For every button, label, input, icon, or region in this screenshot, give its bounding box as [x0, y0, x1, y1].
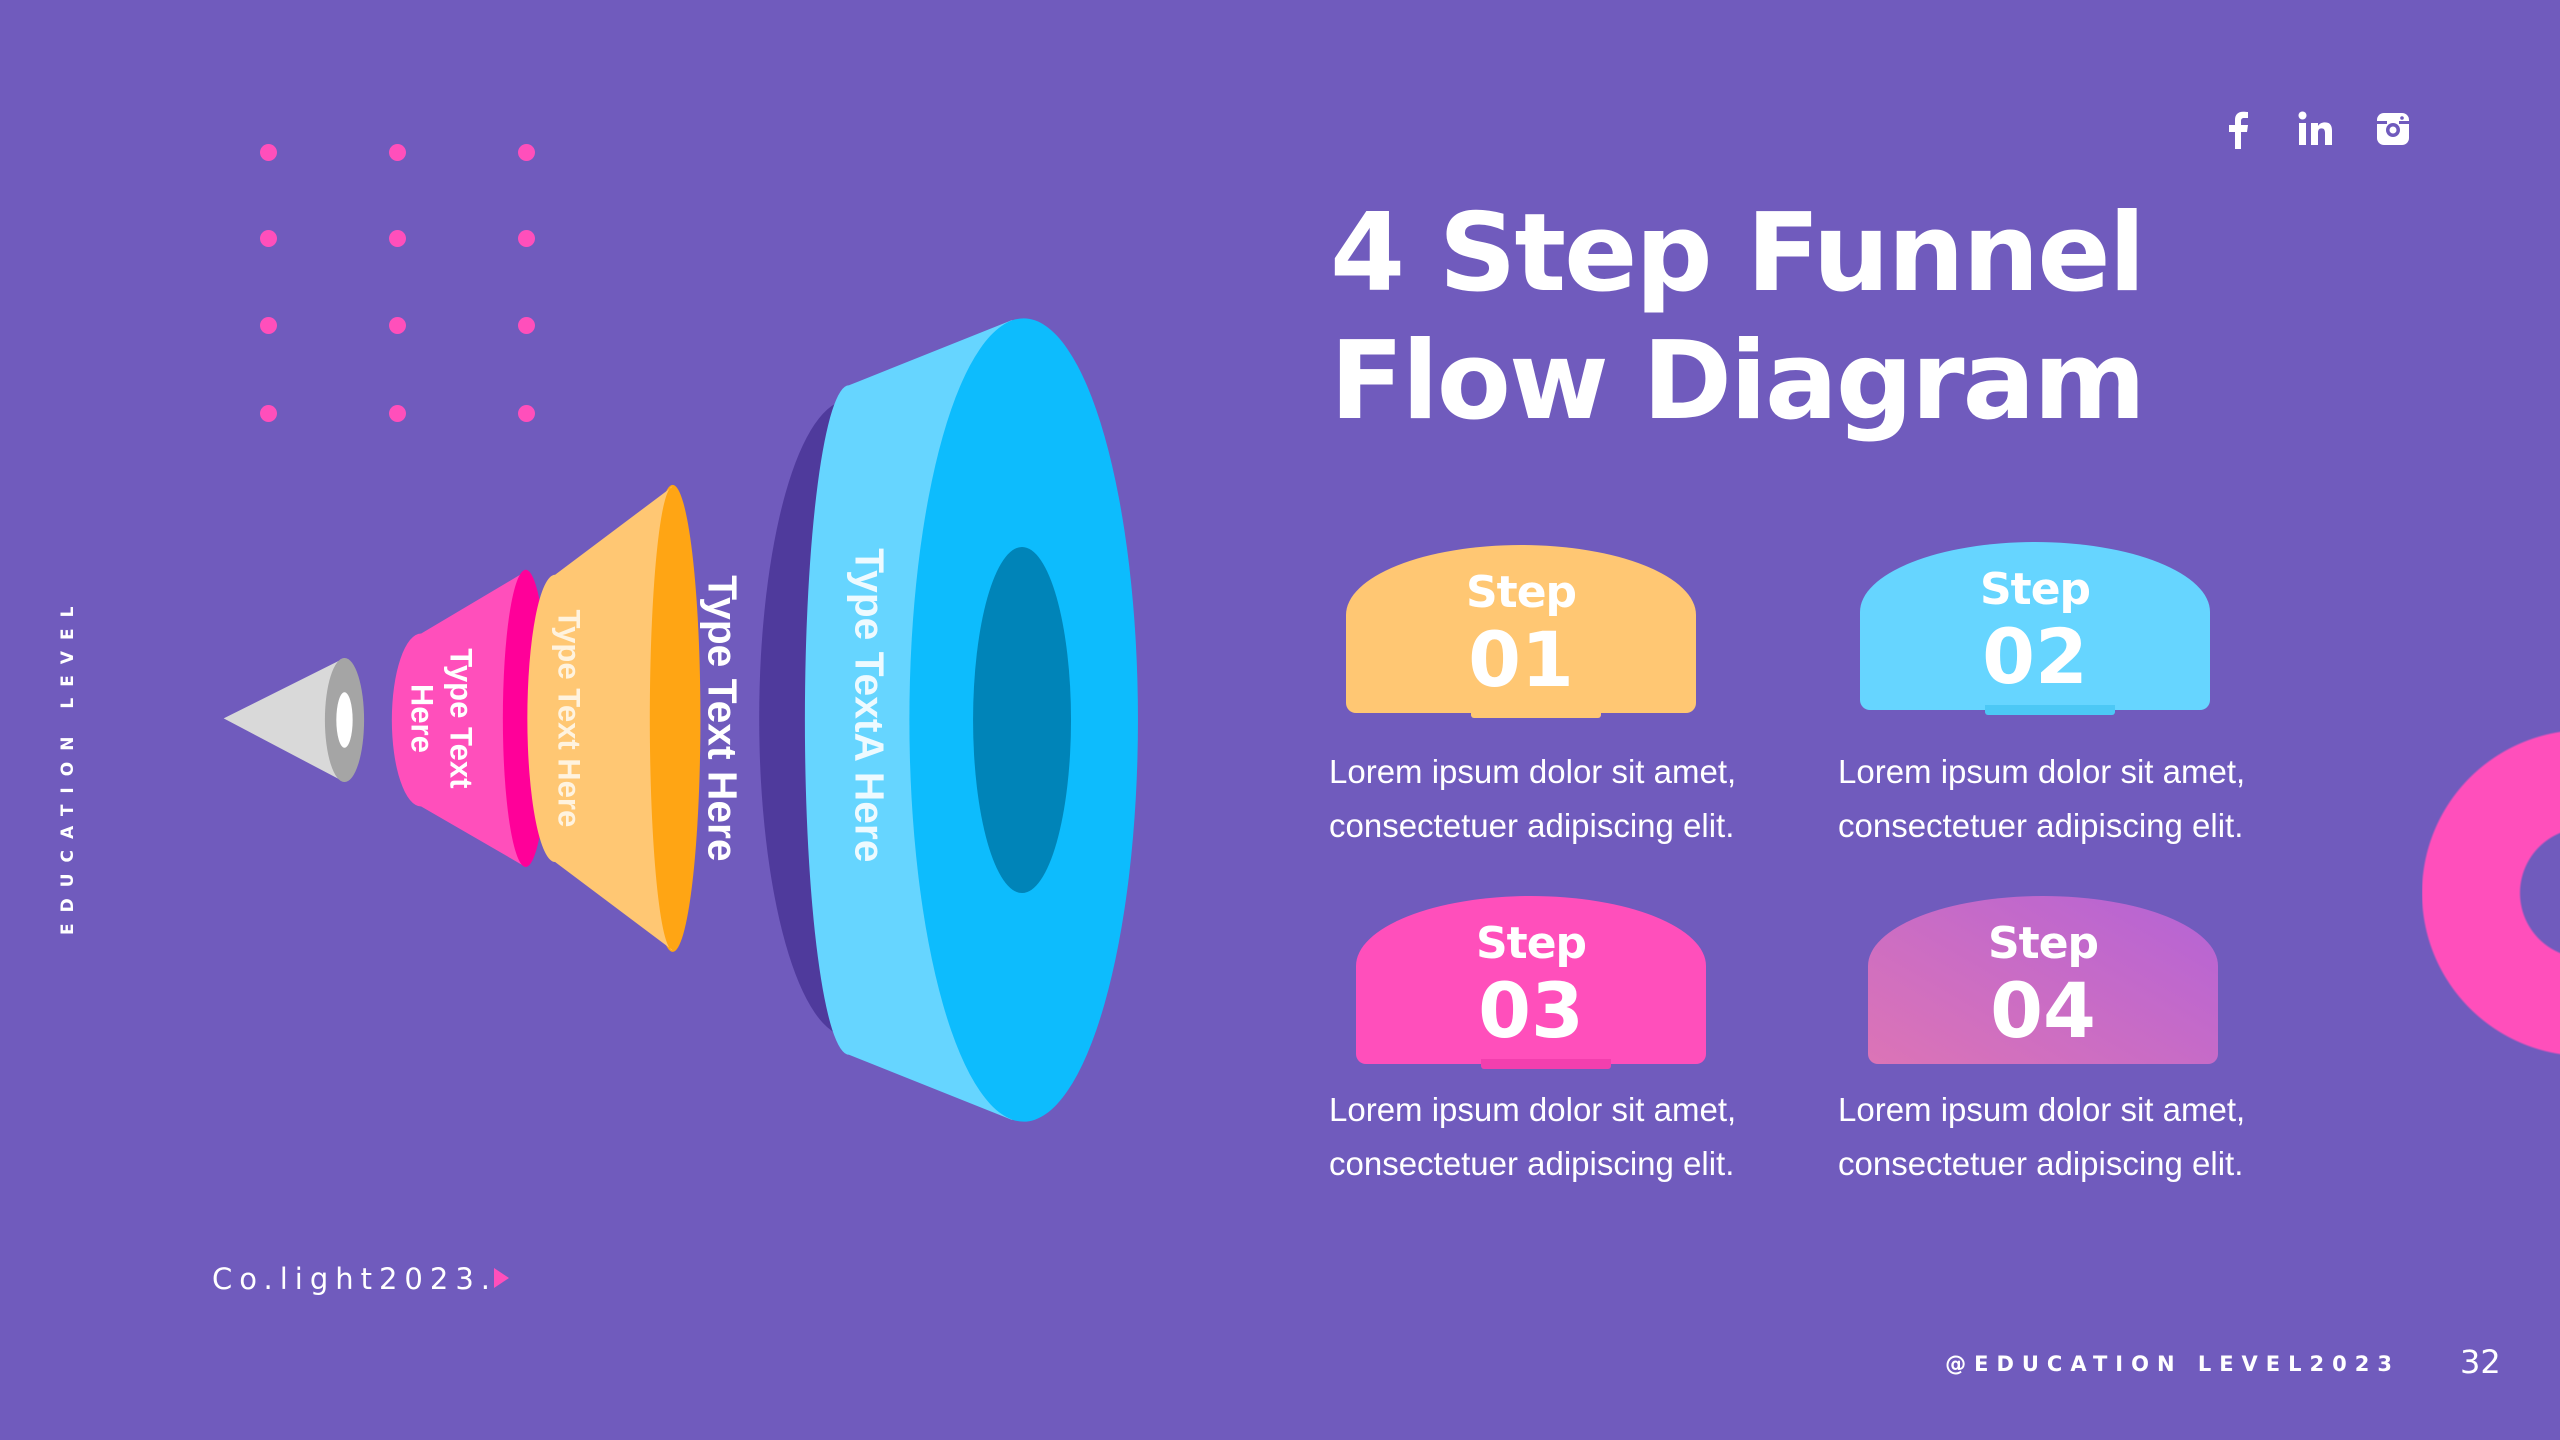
funnel-segment-2-label: Type Text Here — [551, 609, 586, 827]
dot — [260, 230, 277, 247]
dot — [389, 230, 406, 247]
dot — [389, 405, 406, 422]
funnel-segment-3-label: Type Text Here — [700, 575, 746, 861]
step-card-2: Step 02 — [1860, 542, 2210, 715]
footer-text: @EDUCATION LEVEL2023 — [1945, 1352, 2400, 1376]
step-4-description: Lorem ipsum dolor sit amet, consectetuer… — [1838, 1083, 2298, 1191]
funnel-tip — [223, 657, 365, 783]
step-label: Step — [1465, 567, 1577, 618]
funnel-segment-4-label: Type TextA Here — [847, 548, 893, 862]
dot — [389, 317, 406, 334]
dot — [518, 405, 535, 422]
funnel-segment-1-label-line2: Here — [404, 684, 439, 753]
linkedin-icon[interactable] — [2291, 105, 2339, 153]
play-triangle-icon — [494, 1268, 509, 1288]
dot — [518, 317, 535, 334]
page-title: 4 Step Funnel Flow Diagram — [1330, 190, 2146, 446]
instagram-icon[interactable] — [2369, 105, 2417, 153]
step-label: Step — [1979, 564, 2091, 615]
step-card-3: Step 03 — [1356, 896, 1706, 1069]
step-2-description: Lorem ipsum dolor sit amet, consectetuer… — [1838, 745, 2298, 853]
step-card-1: Step 01 — [1346, 545, 1696, 718]
dot — [518, 230, 535, 247]
dot — [260, 144, 277, 161]
step-number: 03 — [1478, 966, 1584, 1055]
description-line: consectetuer adipiscing elit. — [1329, 1145, 1735, 1182]
description-line: Lorem ipsum dolor sit amet, — [1329, 1091, 1737, 1128]
page-number: 32 — [2460, 1343, 2501, 1381]
step-number: 04 — [1990, 966, 2096, 1055]
step-1-description: Lorem ipsum dolor sit amet, consectetuer… — [1329, 745, 1789, 853]
step-3-description: Lorem ipsum dolor sit amet, consectetuer… — [1329, 1083, 1789, 1191]
decorative-ring — [2422, 730, 2560, 1056]
description-line: Lorem ipsum dolor sit amet, — [1838, 1091, 2246, 1128]
title-line-1: 4 Step Funnel — [1330, 191, 2146, 316]
description-line: consectetuer adipiscing elit. — [1329, 807, 1735, 844]
description-line: consectetuer adipiscing elit. — [1838, 1145, 2244, 1182]
funnel-segment-1-label-line1: Type Text — [444, 648, 479, 788]
step-number: 01 — [1468, 615, 1574, 704]
dot — [260, 317, 277, 334]
dot — [389, 144, 406, 161]
funnel-segment-2: Type Text Here — [527, 484, 701, 952]
title-line-2: Flow Diagram — [1330, 319, 2146, 444]
step-card-4: Step 04 — [1868, 896, 2218, 1064]
step-number: 02 — [1982, 612, 2088, 701]
facebook-icon[interactable] — [2214, 105, 2262, 153]
dot — [518, 144, 535, 161]
description-line: Lorem ipsum dolor sit amet, — [1329, 753, 1737, 790]
step-label: Step — [1987, 918, 2099, 969]
description-line: consectetuer adipiscing elit. — [1838, 807, 2244, 844]
brand-text: Co.light2023. — [212, 1262, 497, 1296]
funnel-segment-1: Type Text Here — [391, 569, 549, 867]
step-label: Step — [1475, 918, 1587, 969]
description-line: Lorem ipsum dolor sit amet, — [1838, 753, 2246, 790]
dot — [260, 405, 277, 422]
funnel-segment-4: Type TextA Here — [759, 318, 1138, 1122]
